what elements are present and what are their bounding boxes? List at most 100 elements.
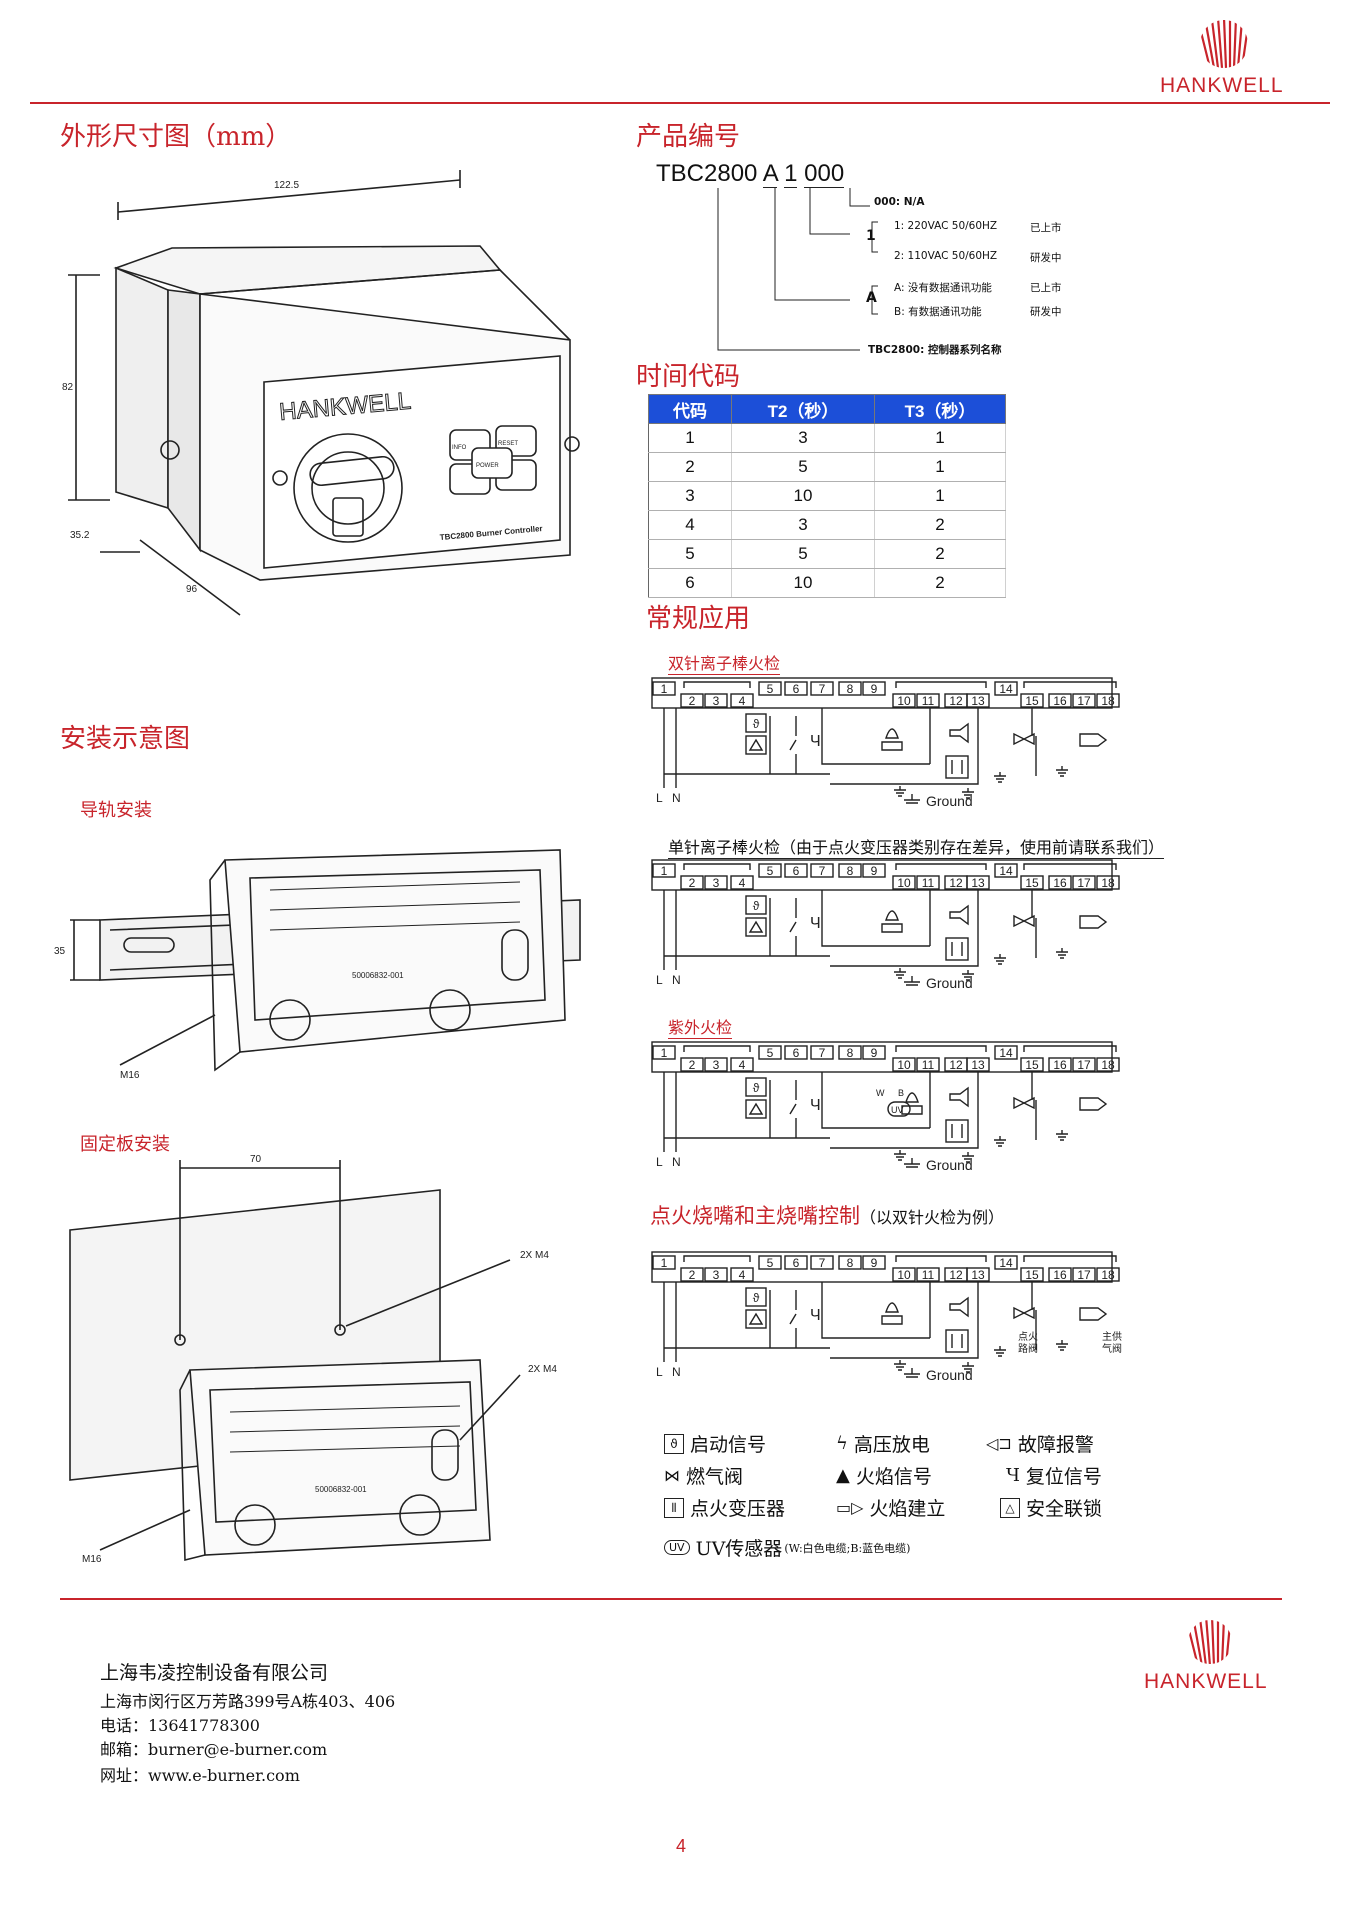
- header-rule: [30, 102, 1330, 104]
- d3-title: 紫外火检: [668, 1014, 733, 1039]
- plate-thread: M16: [82, 1554, 102, 1565]
- terminal-16: [1048, 875, 1072, 890]
- n-label: N: [672, 791, 681, 805]
- terminal-10: [892, 1057, 916, 1072]
- reset-signal-icon: Ч: [810, 733, 821, 750]
- pc-a-b: B: 有数据通讯功能: [894, 306, 982, 318]
- dimensions-heading: 外形尺寸图（mm）: [60, 122, 292, 152]
- terminal-17: [1072, 875, 1096, 890]
- terminal-label: 4: [739, 1058, 746, 1072]
- terminal-5: [758, 863, 782, 878]
- start-signal-glyph: ϑ: [753, 1081, 760, 1095]
- gas-valve-icon: [1013, 914, 1035, 928]
- terminal-2: [680, 693, 704, 708]
- terminal-label: 14: [999, 864, 1013, 878]
- legend-transformer: ⫴点火变压器: [664, 1494, 785, 1521]
- alarm-horn-icon: [949, 1296, 969, 1318]
- terminal-label: 17: [1077, 1058, 1091, 1072]
- pcb-code-plate: 50006832-001: [315, 1485, 367, 1494]
- dim-depth-offset: 35.2: [70, 530, 90, 541]
- ground-icon: [962, 970, 974, 981]
- n-label: N: [672, 973, 681, 987]
- legend-flame-est: ▭▷火焰建立: [836, 1498, 946, 1520]
- terminal-label: 4: [739, 694, 746, 708]
- terminal-17: [1072, 693, 1096, 708]
- wire: [1031, 708, 1037, 776]
- terminal-10: [892, 875, 916, 890]
- transformer-coils: [951, 942, 963, 956]
- spark-icon: ϟ: [836, 1433, 848, 1454]
- ground-icon: [994, 1346, 1006, 1357]
- pc-1-2: 2: 110VAC 50/60HZ: [894, 250, 998, 262]
- terminal-label: 13: [971, 876, 985, 890]
- terminal-4: [730, 875, 754, 890]
- gas-valve-icon: [1013, 1306, 1035, 1320]
- terminal-11: [916, 693, 940, 708]
- flame-established-icon: [1079, 915, 1108, 929]
- terminal-2: [680, 1267, 704, 1282]
- transformer-icon: [945, 1119, 969, 1143]
- footer-logo: HANKWELL: [1136, 1616, 1286, 1696]
- ground-icon: [962, 1362, 974, 1373]
- btn-info-label: INFO: [452, 445, 467, 451]
- terminal-label: 17: [1077, 694, 1091, 708]
- terminal-label: 3: [713, 694, 720, 708]
- terminal-11: [916, 875, 940, 890]
- n-label: N: [672, 1365, 681, 1379]
- terminal-5: [758, 1045, 782, 1060]
- terminal-label: 9: [871, 864, 878, 878]
- ignite-valve-label-2: 路阀: [1018, 1342, 1038, 1355]
- plate-spacing: 70: [250, 1154, 262, 1165]
- terminal-7: [810, 681, 834, 696]
- ground-icon: [1056, 1130, 1068, 1141]
- terminal-11: [916, 1267, 940, 1282]
- ignite-valve-label: 点火: [1018, 1331, 1038, 1343]
- flame-established-icon: ▭▷: [836, 1498, 864, 1517]
- rail-install-drawing: 35 M16 50006832-001: [54, 849, 581, 1081]
- terminal-strip: [651, 677, 1113, 709]
- terminal-14: [994, 1045, 1018, 1060]
- code-part-a: A: [762, 160, 778, 188]
- footer-email[interactable]: 邮箱：burner@e-burner.com: [100, 1740, 328, 1759]
- footer-web[interactable]: 网址：www.e-burner.com: [100, 1766, 300, 1785]
- safety-triangle: [748, 738, 764, 751]
- terminal-label: 1: [661, 1256, 668, 1270]
- wire: [821, 708, 931, 765]
- internal-link: [1023, 1045, 1117, 1052]
- safety-interlock-icon: △: [1000, 1497, 1020, 1518]
- terminal-18: [1096, 875, 1120, 890]
- wire: [830, 708, 979, 785]
- transformer-coils: [951, 1334, 963, 1348]
- start-signal-glyph: ϑ: [753, 899, 760, 913]
- uv-sensor-icon: UV: [664, 1540, 690, 1555]
- reset-signal-icon: Ч: [810, 1307, 821, 1324]
- terminal-6: [784, 863, 808, 878]
- terminal-label: 6: [793, 1046, 800, 1060]
- ground-icon: [994, 772, 1006, 783]
- terminal-3: [704, 693, 728, 708]
- transformer-icon: ⫴: [664, 1497, 684, 1518]
- logo-mark-icon: [1200, 20, 1248, 68]
- ground-icon: [894, 1150, 906, 1161]
- terminal-label: 1: [661, 682, 668, 696]
- wire: [830, 1072, 979, 1149]
- terminal-1: [652, 1045, 676, 1060]
- header-logo: HANKWELL: [1150, 18, 1300, 98]
- terminal-label: 5: [767, 864, 774, 878]
- terminal-16: [1048, 1057, 1072, 1072]
- footer-address: 上海市闵行区万芳路399号A栋403、406: [100, 1692, 396, 1711]
- footer-rule: [60, 1598, 1282, 1600]
- product-code-brackets: [717, 188, 878, 351]
- internal-link: [1023, 863, 1117, 870]
- product-code-heading: 产品编号: [636, 122, 741, 152]
- wire: [1031, 1072, 1037, 1140]
- burner-icon: [881, 741, 903, 751]
- internal-link: [895, 1255, 987, 1262]
- terminal-9: [862, 1045, 886, 1060]
- legend-alarm: ◁⊐故障报警: [986, 1434, 1094, 1456]
- alarm-horn-icon: [949, 1086, 969, 1108]
- terminal-label: 7: [819, 1046, 826, 1060]
